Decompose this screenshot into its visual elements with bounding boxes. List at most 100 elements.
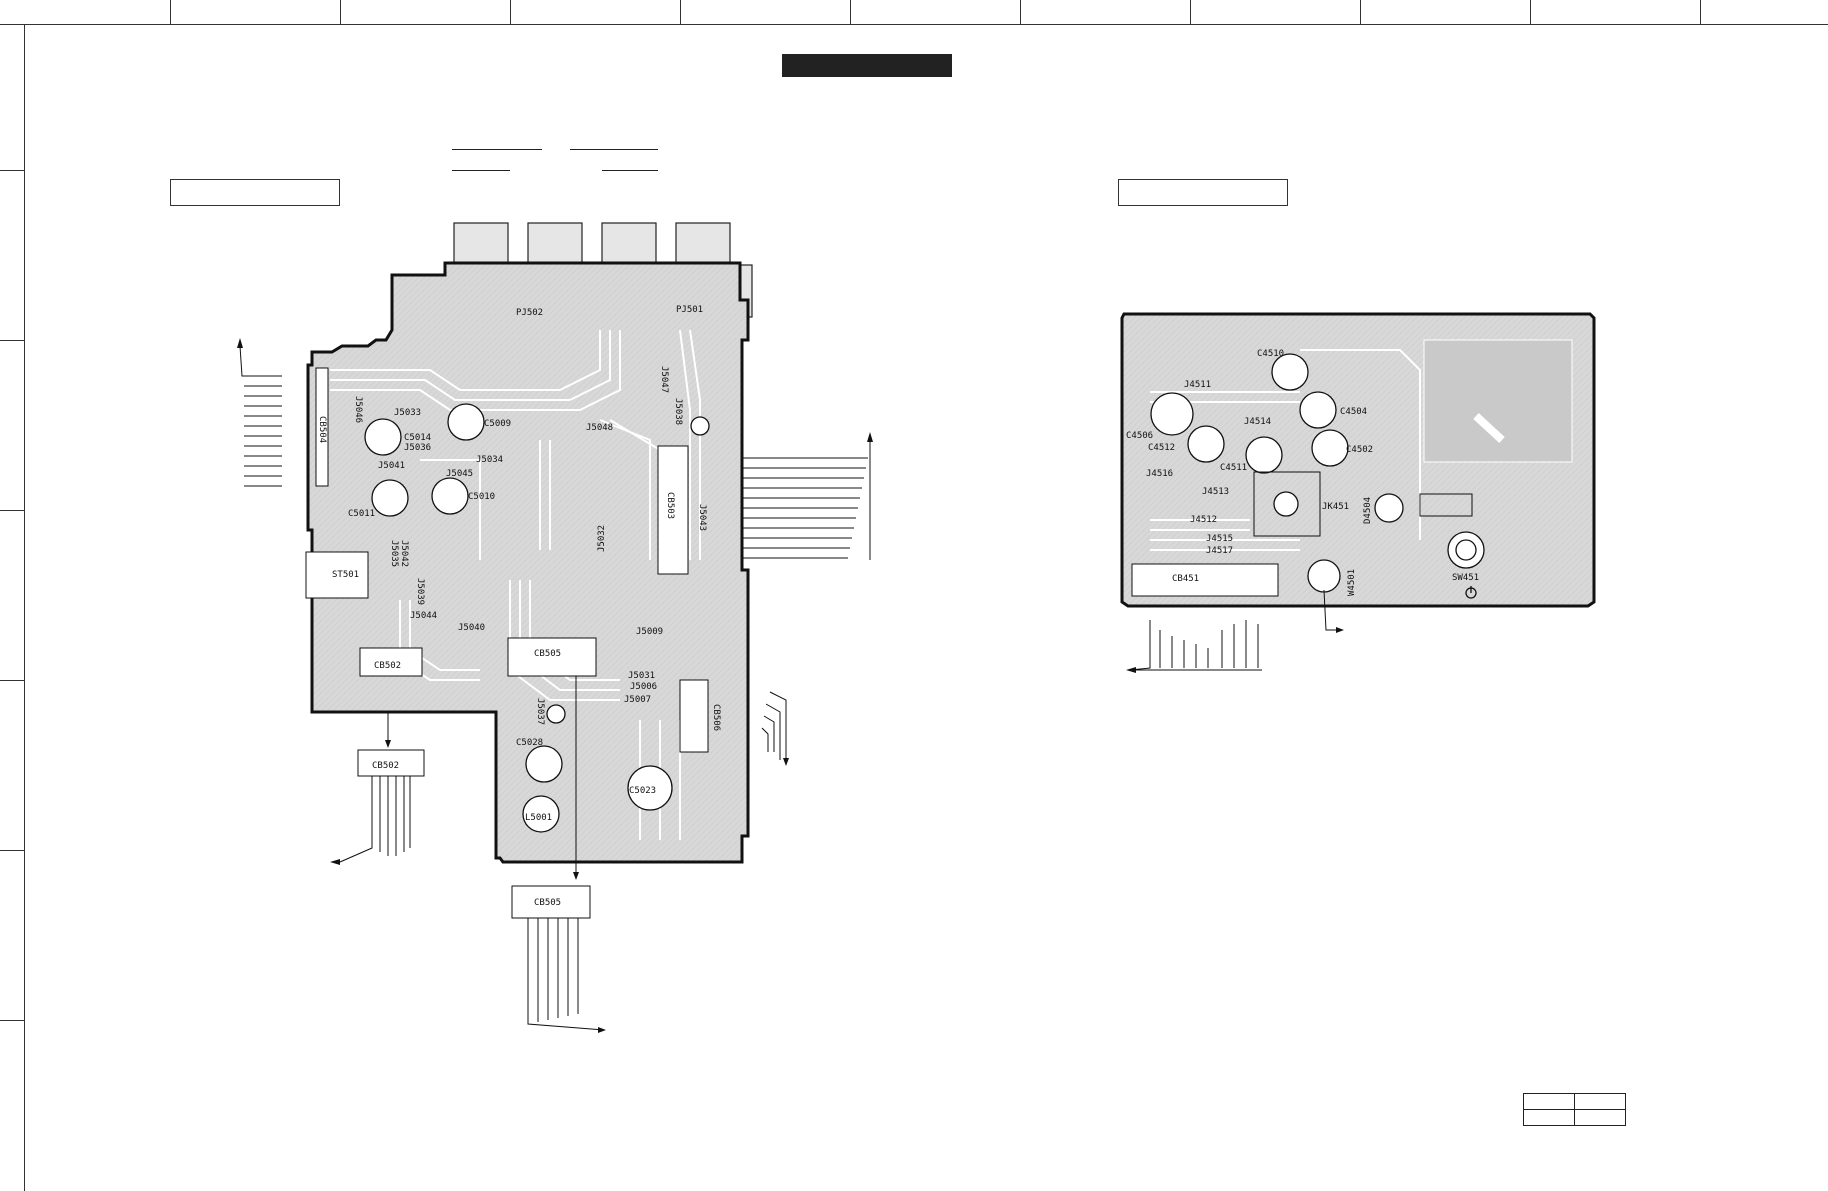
w4501-lead bbox=[1323, 589, 1340, 631]
component-label: J5031 bbox=[628, 671, 655, 681]
component-label: J4511 bbox=[1184, 380, 1211, 390]
cb506-harness bbox=[761, 691, 787, 760]
header-divider bbox=[1530, 0, 1531, 24]
rail-divider bbox=[0, 340, 24, 341]
component-label: C4506 bbox=[1126, 431, 1153, 441]
component-label: J5036 bbox=[404, 443, 431, 453]
page-title-bar bbox=[782, 54, 952, 77]
component-label: J5007 bbox=[624, 695, 651, 705]
header-divider bbox=[1700, 0, 1701, 24]
component-label: J5042 bbox=[399, 540, 409, 567]
component-label: C5014 bbox=[404, 433, 431, 443]
cb451-harness bbox=[1129, 620, 1262, 671]
jk451-frame bbox=[1253, 471, 1321, 537]
power-icon bbox=[1465, 586, 1477, 599]
component-label: ST501 bbox=[332, 570, 359, 580]
component-label: J5045 bbox=[446, 469, 473, 479]
component-label: J5040 bbox=[458, 623, 485, 633]
component-label: C5011 bbox=[348, 509, 375, 519]
connector-label: CB502 bbox=[372, 761, 399, 771]
component-label: PJ502 bbox=[516, 308, 543, 318]
table-divider bbox=[1524, 1109, 1625, 1110]
component-label: C5028 bbox=[516, 738, 543, 748]
component-label: J4513 bbox=[1202, 487, 1229, 497]
header-divider bbox=[510, 0, 511, 24]
header-divider bbox=[1020, 0, 1021, 24]
rail-divider bbox=[0, 680, 24, 681]
header-divider bbox=[1360, 0, 1361, 24]
component-label: CB506 bbox=[711, 704, 721, 731]
component-label: J5006 bbox=[630, 682, 657, 692]
header-underline bbox=[602, 170, 658, 171]
right-board-labels: C4510 J4511 J4514 C4504 C4506 C4512 C450… bbox=[1126, 349, 1479, 596]
right-board-traces bbox=[1150, 349, 1421, 551]
left-board-capacitors bbox=[364, 403, 710, 833]
component-label: C4511 bbox=[1220, 463, 1247, 473]
component-label: CB451 bbox=[1172, 574, 1199, 584]
d4504-frame bbox=[1419, 493, 1473, 517]
component-label: J5044 bbox=[410, 611, 437, 621]
component-label: J5039 bbox=[415, 578, 425, 605]
component-label: CB504 bbox=[317, 416, 327, 443]
component-label: C4502 bbox=[1346, 445, 1373, 455]
component-label: J5041 bbox=[378, 461, 405, 471]
component-label: J5033 bbox=[394, 408, 421, 418]
component-label: PJ501 bbox=[676, 305, 703, 315]
component-label: J5037 bbox=[535, 698, 545, 725]
left-board-label-box bbox=[170, 179, 340, 206]
left-board-outline bbox=[306, 261, 750, 864]
connector-label: CB505 bbox=[534, 898, 561, 908]
component-label: J4514 bbox=[1244, 417, 1271, 427]
header-divider bbox=[170, 0, 171, 24]
right-board: C4510 J4511 J4514 C4504 C4506 C4512 C450… bbox=[1120, 312, 1596, 673]
component-label: C5023 bbox=[629, 786, 656, 796]
rail-divider bbox=[0, 1020, 24, 1021]
left-harness bbox=[239, 345, 282, 487]
header-divider bbox=[680, 0, 681, 24]
arrow-down-icon bbox=[783, 758, 789, 766]
header-divider bbox=[340, 0, 341, 24]
component-label: CB503 bbox=[665, 492, 675, 519]
component-label: J5043 bbox=[697, 504, 707, 531]
component-label: C5009 bbox=[484, 419, 511, 429]
heatsink-area bbox=[1423, 339, 1573, 463]
header-underline bbox=[452, 170, 510, 171]
left-board: PJ502 PJ501 J5046 CB504 J5033 C5009 C501… bbox=[237, 222, 873, 1033]
arrow-left-icon bbox=[1126, 667, 1136, 673]
component-label: D4504 bbox=[1363, 497, 1373, 524]
component-label: J4517 bbox=[1206, 546, 1233, 556]
revision-table bbox=[1523, 1093, 1626, 1126]
component-label: J5047 bbox=[659, 366, 669, 393]
component-label: C4510 bbox=[1257, 349, 1284, 359]
component-label: J5032 bbox=[597, 525, 607, 552]
header-column-strip bbox=[0, 0, 1828, 25]
cb451-connector bbox=[1131, 563, 1279, 597]
component-label: J5048 bbox=[586, 423, 613, 433]
component-label: L5001 bbox=[525, 813, 552, 823]
right-harness bbox=[742, 436, 871, 560]
component-label: J4512 bbox=[1190, 515, 1217, 525]
cb505-offboard: CB505 bbox=[511, 676, 606, 1033]
component-label: W4501 bbox=[1347, 569, 1357, 596]
component-label: CB502 bbox=[374, 661, 401, 671]
rail-divider bbox=[0, 510, 24, 511]
component-label: J4516 bbox=[1146, 469, 1173, 479]
arrow-up-icon bbox=[237, 338, 243, 348]
arrow-up-icon bbox=[867, 432, 873, 442]
component-label: SW451 bbox=[1452, 573, 1479, 583]
heatsink-slot bbox=[1473, 413, 1505, 443]
right-board-capacitors bbox=[1150, 353, 1485, 593]
header-divider bbox=[850, 0, 851, 24]
rail-divider bbox=[0, 170, 24, 171]
component-label: JK451 bbox=[1322, 502, 1349, 512]
right-board-label-box bbox=[1118, 179, 1288, 206]
arrow-right-icon bbox=[1336, 627, 1344, 633]
component-label: C4512 bbox=[1148, 443, 1175, 453]
component-label: C4504 bbox=[1340, 407, 1367, 417]
component-label: CB505 bbox=[534, 649, 561, 659]
header-underline bbox=[452, 149, 542, 150]
left-board-traces bbox=[330, 329, 701, 840]
component-label: J5038 bbox=[673, 398, 683, 425]
left-board-connectors bbox=[305, 367, 709, 753]
